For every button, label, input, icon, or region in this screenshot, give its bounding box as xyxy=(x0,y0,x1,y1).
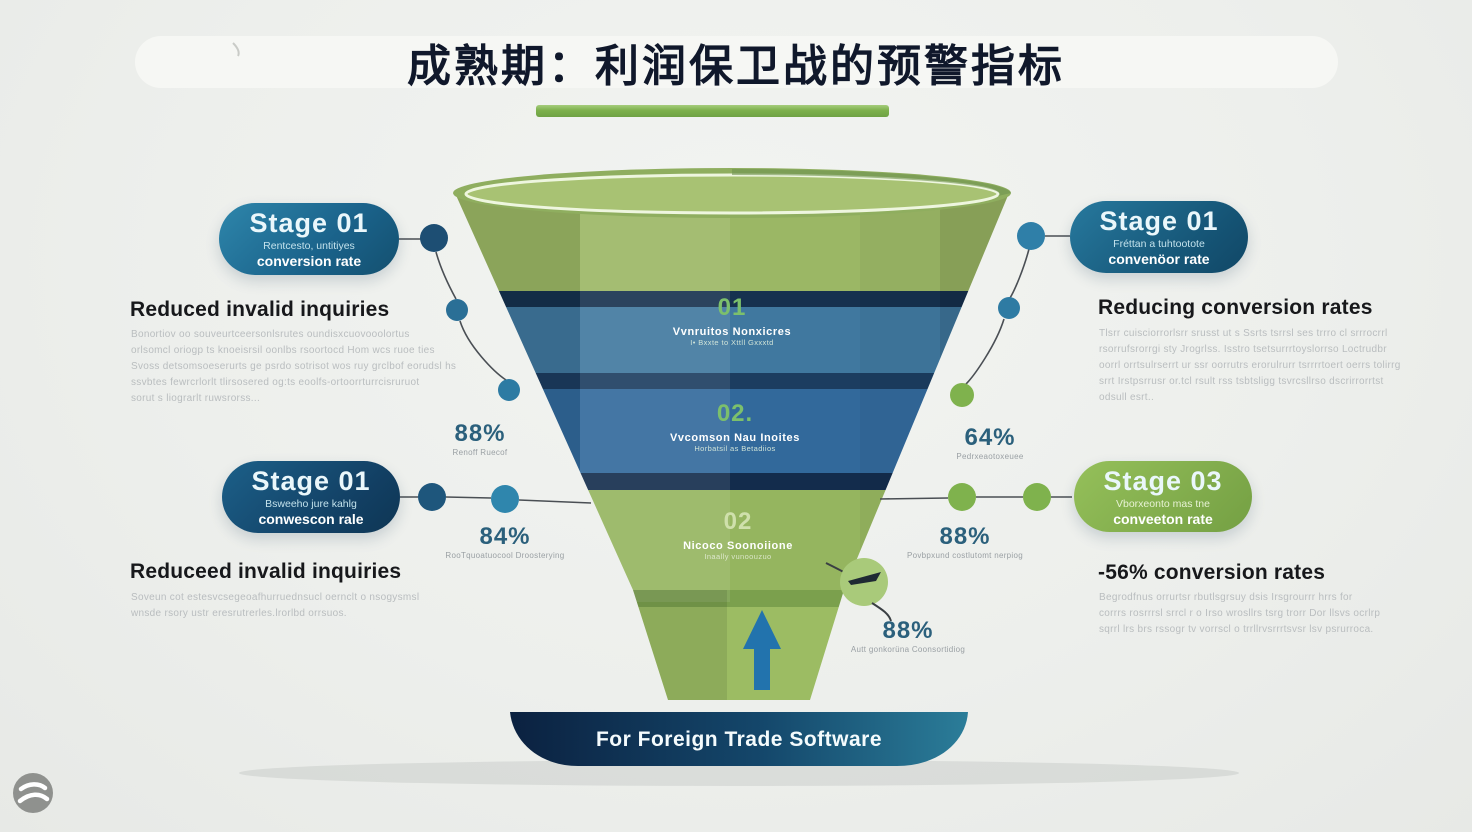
body-line: Bonortiov oo souveurtceersonlsrutes ound… xyxy=(131,329,410,340)
body-line: Begrodfnus orrurtsr rbutlsgrsuy dsis Irs… xyxy=(1099,592,1353,603)
connector-dot xyxy=(1023,483,1051,511)
metric-bottom: 88% Autt gonkorüna Coonsortidiog xyxy=(838,617,978,654)
metric-right-lower: 88% Povbpxund costlutomt nerpiog xyxy=(895,523,1035,560)
connector-dot xyxy=(948,483,976,511)
stage-pill-sub2: convenöor rate xyxy=(1108,251,1210,267)
section-heading-bottom-left: Reduceed invalid inquiries xyxy=(130,560,402,583)
stage-pill-title: Stage 01 xyxy=(249,208,369,238)
stage-pill-sub1: Bsweeho jure kahlg xyxy=(265,498,357,510)
funnel-rim xyxy=(453,168,1011,218)
stage-pill-sub1: Vborxeonto mas tne xyxy=(1116,497,1210,510)
stage-pill-top-right: Stage 01 Fréttan a tuhtootote convenöor … xyxy=(1070,201,1248,273)
left-middle-connector xyxy=(400,496,592,504)
metric-value: 88% xyxy=(882,617,934,644)
banner-label: For Foreign Trade Software xyxy=(595,728,883,751)
body-line: sqrrl lrs brs rssogr tv vorrscl o trrllr… xyxy=(1099,624,1374,635)
page-title: 成熟期：利润保卫战的预警指标 xyxy=(407,42,1065,91)
stage-pill-title: Stage 01 xyxy=(251,466,371,496)
stage-pill-title: Stage 01 xyxy=(1099,206,1219,236)
body-line: Svoss detsomsoeserurts ge psrdo sotrisot… xyxy=(131,361,457,372)
funnel-stage-line2: Horbatsil as Betadiios xyxy=(694,444,776,453)
funnel-stage-number: 01 xyxy=(717,294,747,321)
metric-value: 84% xyxy=(479,523,531,550)
funnel-stage-3: 02 Nicoco Soonoiione Inaally vunoouzuo xyxy=(588,508,888,561)
up-arrow-icon xyxy=(743,610,781,690)
decorative-squiggle xyxy=(232,42,240,57)
funnel-stage-number: 02 xyxy=(723,508,753,535)
body-line: rsorrufsrorrgi sty Jrogrlss. Isstro tset… xyxy=(1099,344,1387,355)
body-line: orlsomcl oriogp ts knoeisrsil oonlbs rso… xyxy=(131,345,435,356)
body-line: ssvbtes fewrcrlorlt tlirsosered og:ts eo… xyxy=(131,377,420,388)
connector-dot xyxy=(491,485,519,513)
section-body-bottom-right: Begrodfnus orrurtsr rbutlsgrsuy dsis Irs… xyxy=(1099,590,1380,638)
funnel-stage-number: 02. xyxy=(716,400,754,427)
stage-pill-mid-right: Stage 03 Vborxeonto mas tne conveeton ra… xyxy=(1074,461,1252,532)
right-middle-connector xyxy=(879,496,1072,500)
stage-pill-title: Stage 03 xyxy=(1103,465,1223,496)
connector-dot xyxy=(418,483,446,511)
section-body-bottom-left: Soveun cot estesvcsegeoafhurruednsucl oe… xyxy=(131,590,419,622)
connector-dot xyxy=(950,383,974,407)
connector-dot xyxy=(420,224,448,252)
connector-dot xyxy=(1017,222,1045,250)
section-heading-top-right: Reducing conversion rates xyxy=(1098,296,1373,319)
funnel-stage-line1: Vvcomson Nau Inoites xyxy=(670,432,800,444)
metric-value: 88% xyxy=(454,420,506,447)
title-background-band xyxy=(135,36,1338,88)
body-line: corrrs rosrrrsl srrcl r o Irso wrosllrs … xyxy=(1099,608,1381,619)
metric-right-upper: 64% Pedrxeaotoxeuee xyxy=(920,424,1060,461)
stage-pill-top-left: Stage 01 Rentcesto, untitiyes conversion… xyxy=(219,203,399,275)
stage-pill-sub2: conveeton rate xyxy=(1113,510,1213,527)
body-line: srrt Irstpsrrusr or.tcl rsult rss tsbtsl… xyxy=(1099,376,1384,387)
stage-pill-sub1: Fréttan a tuhtootote xyxy=(1113,238,1205,250)
stage-pill-sub2: conwescon rale xyxy=(258,511,364,527)
stage-pill-sub1: Rentcesto, untitiyes xyxy=(263,240,355,252)
section-body-top-left: Bonortiov oo souveurtceersonlsrutes ound… xyxy=(131,327,456,407)
metric-left-lower: 84% RooTquoatuocool Droosterying xyxy=(435,523,575,560)
metric-caption: Pedrxeaotoxeuee xyxy=(956,452,1024,461)
funnel-stage-2: 02. Vvcomson Nau Inoites Horbatsil as Be… xyxy=(585,400,885,453)
bottom-right-connector xyxy=(825,558,892,622)
connector-dot xyxy=(446,299,468,321)
banner-ribbon xyxy=(510,712,968,766)
body-line: odsull esrt.. xyxy=(1099,392,1155,403)
metric-caption: Autt gonkorüna Coonsortidiog xyxy=(850,645,966,654)
stage-pill-sub2: conversion rate xyxy=(256,253,362,269)
body-line: Soveun cot estesvcsegeoafhurruednsucl oe… xyxy=(131,592,420,603)
metric-value: 88% xyxy=(939,523,991,550)
metric-caption: Renoff Ruecof xyxy=(452,448,508,457)
body-line: Tlsrr cuisciorrorlsrr srusst ut s Ssrts … xyxy=(1099,328,1388,339)
connector-dot xyxy=(498,379,520,401)
body-line: sorut s liograrlt ruwsrorss... xyxy=(131,393,261,404)
metric-caption: Povbpxund costlutomt nerpiog xyxy=(906,551,1024,560)
stage-pill-mid-left: Stage 01 Bsweeho jure kahlg conwescon ra… xyxy=(222,461,400,533)
section-body-top-right: Tlsrr cuisciorrorlsrr srusst ut s Ssrts … xyxy=(1099,326,1401,406)
funnel-stage-line2: Inaally vunoouzuo xyxy=(704,552,772,561)
funnel-stage-line1: Vvnruitos Nonxicres xyxy=(672,326,792,338)
funnel-stage-1: 01 Vvnruitos Nonxicres I• Bxxte to Xttll… xyxy=(582,294,882,347)
body-line: wnsde rsory ustr eresrutrerles.lrorlbd o… xyxy=(131,608,347,619)
connector-dot xyxy=(998,297,1020,319)
title-underline-bar xyxy=(536,105,889,117)
left-upper-connector xyxy=(399,238,507,381)
badge-arrow-icon xyxy=(848,572,881,585)
funnel-stage-line1: Nicoco Soonoiione xyxy=(683,540,793,552)
body-line: oorrl orrtsulrserrt ur ssr oorrutrs eror… xyxy=(1099,360,1401,371)
metric-caption: RooTquoatuocool Droosterying xyxy=(445,551,565,560)
right-upper-connector xyxy=(965,235,1070,385)
funnel-stage-line2: I• Bxxte to Xttll Gxxxtd xyxy=(690,338,774,347)
metric-left-upper: 88% Renoff Ruecof xyxy=(410,420,550,457)
metric-value: 64% xyxy=(964,424,1016,451)
section-heading-top-left: Reduced invalid inquiries xyxy=(130,298,390,321)
brand-logo-icon xyxy=(13,773,53,813)
banner-shadow xyxy=(239,760,1239,786)
section-heading-bottom-right: -56% conversion rates xyxy=(1098,561,1326,584)
